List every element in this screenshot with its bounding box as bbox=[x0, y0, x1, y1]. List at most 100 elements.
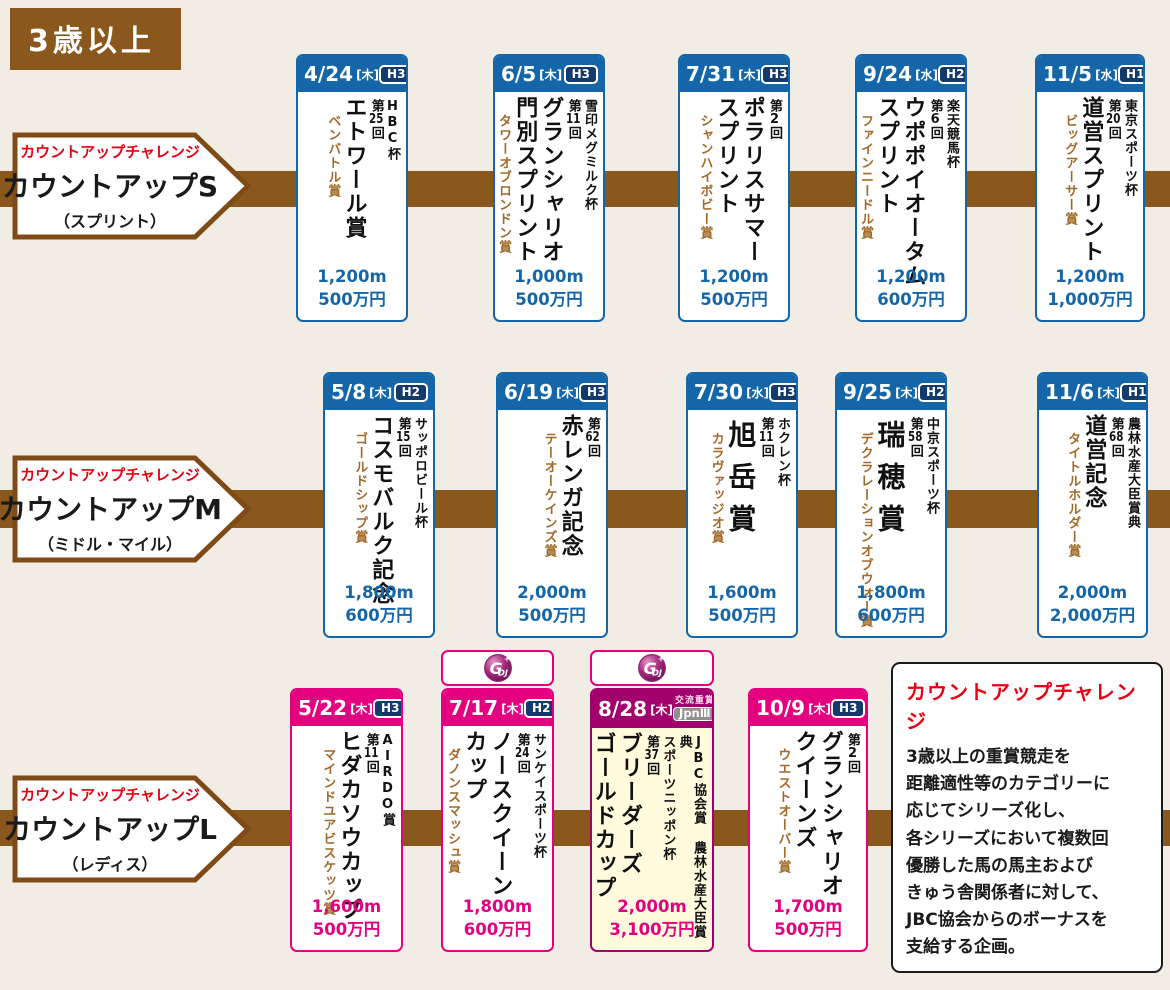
bonus-race-name: ベンバトル賞 bbox=[325, 114, 341, 198]
race-body: サッポロビール杯 第15回 コスモバルク記念 ゴールドシップ賞 bbox=[329, 414, 427, 630]
grade-badge: H2 bbox=[938, 64, 965, 84]
race-body: 東京スポーツ杯 第20回 道営スプリント ビッグアーサー賞 bbox=[1041, 96, 1137, 314]
race-date: 8/28 bbox=[598, 697, 648, 721]
race-card-header: 7/17 [木] H2 bbox=[443, 690, 552, 726]
sparkle-icon: + bbox=[658, 654, 664, 663]
grandame-japan-logo: G DJ + bbox=[483, 654, 512, 682]
race-card-header: 6/19 [木] H3 bbox=[498, 374, 606, 410]
race-title: 道営スプリント bbox=[1078, 96, 1104, 264]
exchange-grade-label: 交流重賞 bbox=[674, 695, 714, 706]
race-distance: 2,000m bbox=[517, 583, 587, 603]
race-card-header: 4/24 [木] H3 bbox=[298, 56, 406, 92]
logo-monogram-g: G bbox=[644, 659, 657, 678]
grade-badge: H2 bbox=[524, 698, 552, 718]
race-distance: 1,800m bbox=[344, 583, 414, 603]
race-body: 中京スポーツ杯 第58回 瑞穂賞 デクラレーションオブウォー賞 bbox=[841, 414, 939, 630]
grade-badge: H3 bbox=[761, 64, 788, 84]
race-prize: 500万円 bbox=[774, 919, 842, 939]
race-prize: 500万円 bbox=[708, 605, 776, 625]
race-round: 第11回 bbox=[758, 417, 774, 458]
bonus-race-name: マインドユアビスケッツ賞 bbox=[320, 748, 336, 916]
race-title: 門別スプリント bbox=[512, 96, 538, 264]
race-conditions: 1,800m 600万円 bbox=[325, 582, 433, 627]
race-day: [木] bbox=[808, 701, 832, 716]
race-title: スプリント bbox=[713, 96, 739, 216]
race-round: 第37回 bbox=[644, 735, 660, 776]
race-card-header: 11/5 [水] H1 bbox=[1037, 56, 1143, 92]
series-subtitle: （レディス） bbox=[62, 854, 158, 874]
race-conditions: 2,000m 3,100万円 bbox=[592, 896, 712, 941]
race-card-doei-kinen: 11/6 [木] H1 農林水産大臣賞典 第68回 道営記念 タイトルホルダー賞… bbox=[1037, 372, 1148, 638]
race-day: [水] bbox=[746, 385, 770, 400]
race-date: 7/30 bbox=[694, 380, 744, 404]
race-sponsor: AIRDO賞 bbox=[380, 733, 395, 827]
logo-monogram-g: G bbox=[489, 659, 502, 678]
race-card-grand-chariot-monbetsu: 6/5 [木] H3 雪印メグミルク杯 第11回 グランシャリオ 門別スプリント… bbox=[493, 54, 605, 322]
race-day: [木] bbox=[356, 67, 380, 82]
race-day: [木] bbox=[1097, 385, 1121, 400]
race-conditions: 2,000m 500万円 bbox=[498, 582, 606, 627]
race-date: 7/31 bbox=[686, 62, 736, 86]
race-sponsor: 楽天競馬杯 bbox=[944, 99, 959, 169]
grade-badge: H1 bbox=[1120, 382, 1146, 402]
bonus-race-name: タイトルホルダー賞 bbox=[1065, 432, 1081, 558]
race-body: ホクレン杯 第11回 旭岳賞 カラヴァッジオ賞 bbox=[692, 414, 790, 630]
race-card-header: 8/28 [木] 交流重賞 JpnⅢ bbox=[592, 690, 712, 728]
race-date: 9/25 bbox=[843, 380, 893, 404]
bonus-race-name: デクラレーションオブウォー賞 bbox=[857, 432, 873, 628]
grade-badge: H3 bbox=[373, 698, 401, 718]
series-name: カウントアップL bbox=[3, 812, 217, 846]
race-round: 第2回 bbox=[767, 99, 782, 140]
race-card-etoile: 4/24 [木] H3 HBC杯 第25回 エトワール賞 ベンバトル賞 1,20… bbox=[296, 54, 408, 322]
info-box-text: きゅう舎関係者に対して、 bbox=[906, 882, 1109, 903]
race-round: 第6回 bbox=[927, 99, 943, 140]
bonus-race-name: ビッグアーサー賞 bbox=[1062, 114, 1078, 226]
race-card-hidakaso-cup: 5/22 [木] H3 AIRDO賞 第11回 ヒダカソウカップ マインドユアビ… bbox=[290, 688, 403, 952]
series-name: カウントアップS bbox=[1, 169, 219, 203]
race-title: ノースクイーン bbox=[487, 730, 513, 898]
race-prize: 600万円 bbox=[345, 605, 413, 625]
race-conditions: 1,700m 500万円 bbox=[750, 896, 866, 941]
race-prize: 500万円 bbox=[312, 919, 381, 939]
race-card-akarenga-kinen: 6/19 [木] H3 第62回 赤レンガ記念 テーオーケインズ賞 2,000m… bbox=[496, 372, 608, 638]
bonus-race-name: テーオーケインズ賞 bbox=[541, 432, 557, 558]
race-body: 第2回 ポラリスサマー スプリント シャンハイボビー賞 bbox=[684, 96, 782, 314]
race-card-header: 10/9 [木] H3 bbox=[750, 690, 866, 726]
race-title: エトワール賞 bbox=[341, 96, 367, 240]
race-round: 第68回 bbox=[1108, 417, 1124, 458]
race-sponsor: 農林水産大臣賞典 bbox=[1125, 417, 1140, 529]
race-distance: 2,000m bbox=[617, 897, 687, 917]
race-conditions: 1,600m 500万円 bbox=[688, 582, 796, 627]
race-body: 楽天競馬杯 第6回 ウポポイオータム スプリント ファインニードル賞 bbox=[858, 96, 959, 314]
race-round: 第11回 bbox=[565, 99, 581, 140]
race-day: [木] bbox=[738, 67, 762, 82]
jpn3-grade-badge: JpnⅢ bbox=[673, 706, 712, 722]
race-day: [木] bbox=[539, 67, 563, 82]
info-box-text: 距離適性等のカテゴリーに bbox=[906, 774, 1110, 795]
race-round: 第25回 bbox=[368, 99, 384, 140]
race-card-header: 6/5 [木] H3 bbox=[495, 56, 603, 92]
race-title: 旭岳賞 bbox=[724, 420, 758, 546]
race-round: 第15回 bbox=[395, 417, 411, 458]
race-card-grand-chariot-queens: 10/9 [木] H3 第2回 グランシャリオ クイーンズ ウエストオーバー賞 … bbox=[748, 688, 868, 952]
grade-badge: H1 bbox=[1118, 64, 1143, 84]
series-arrow-shape bbox=[12, 455, 252, 563]
race-body: サンケイスポーツ杯 第24回 ノースクイーン カップ ダノンスマッシュ賞 bbox=[445, 730, 546, 944]
race-card-header: 9/25 [木] H2 bbox=[837, 374, 945, 410]
series-label-m: カウントアップチャレンジ カウントアップM （ミドル・マイル） bbox=[0, 455, 252, 563]
race-day: [木] bbox=[350, 701, 374, 716]
info-box-text: 各シリーズにおいて複数回 bbox=[906, 828, 1109, 849]
race-round: 第58回 bbox=[907, 417, 923, 458]
series-name: カウントアップM bbox=[0, 492, 222, 526]
race-prize: 500万円 bbox=[515, 289, 583, 309]
race-body: 第2回 グランシャリオ クイーンズ ウエストオーバー賞 bbox=[754, 730, 860, 944]
info-box-text: 支給する企画。 bbox=[906, 937, 1025, 958]
exchange-grade: 交流重賞 JpnⅢ bbox=[673, 695, 714, 722]
grade-badge: H3 bbox=[831, 698, 866, 718]
race-card-header: 5/22 [木] H3 bbox=[292, 690, 401, 726]
series-tagline: カウントアップチャレンジ bbox=[20, 142, 200, 161]
race-distance: 1,800m bbox=[462, 897, 533, 917]
race-card-upopoy-autumn-sprint: 9/24 [水] H2 楽天競馬杯 第6回 ウポポイオータム スプリント ファイ… bbox=[855, 54, 967, 322]
series-label-s: カウントアップチャレンジ カウントアップS （スプリント） bbox=[2, 132, 252, 240]
